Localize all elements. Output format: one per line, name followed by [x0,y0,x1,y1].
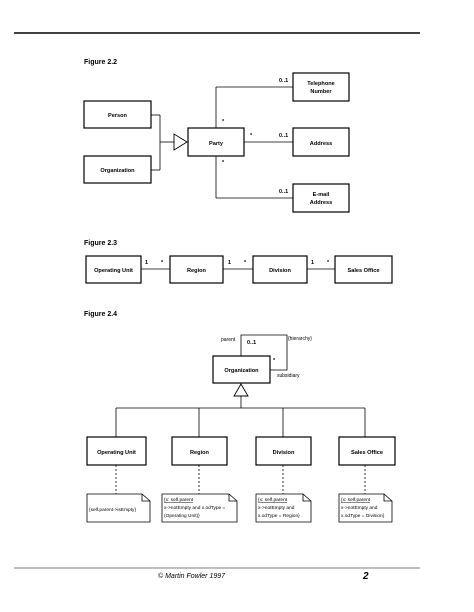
multiplicity-label: * [250,133,253,139]
division-class[interactable]: Division [252,255,308,284]
svg-text:Sales Office: Sales Office [347,268,379,274]
svg-text:Organization: Organization [224,368,259,374]
multiplicity-label: 0..1 [279,133,288,139]
svg-text:Division: Division [269,268,291,274]
address-class[interactable]: Address [292,127,350,157]
svg-text:Address: Address [310,200,332,206]
multiplicity-label: 1 [228,260,231,266]
svg-text:Sales Office: Sales Office [351,450,383,456]
generalization-arrow [233,383,249,397]
svg-text:Number: Number [310,89,332,95]
page-number: 2 [362,571,369,582]
multiplicity-label: 1 [311,260,314,266]
figure-2-3-title: Figure 2.3 [84,240,117,247]
telephone-number-class[interactable]: Telephone Number [292,72,350,102]
svg-text:x.odType = Division}: x.odType = Division} [341,513,385,519]
multiplicity-label: 0..1 [279,78,288,84]
svg-text:Division: Division [273,450,295,456]
svg-text:E-mail: E-mail [313,192,330,198]
constraint-note-operating-unit: {self.parent->isEmpty} [86,493,151,523]
svg-text:(Operating Unit)}: (Operating Unit)} [164,513,200,519]
organization-class[interactable]: Organization [212,355,271,384]
svg-text:Address: Address [310,141,332,147]
person-class[interactable]: Person [83,100,152,129]
svg-text:Person: Person [108,113,128,119]
multiplicity-label: * [222,119,225,125]
sales-office-subclass[interactable]: Sales Office [338,436,396,466]
party-class[interactable]: Party [187,127,245,157]
svg-text:Party: Party [209,141,224,147]
svg-text:Operating Unit: Operating Unit [97,450,136,456]
multiplicity-label: * [161,260,164,266]
subsidiary-role-label: subsidiary [277,373,300,379]
multiplicity-label: 1 [145,260,148,266]
figure-2-3-diagram: Operating Unit Region Division Sales Off… [85,255,393,284]
sales-office-class[interactable]: Sales Office [334,255,393,284]
svg-text:Region: Region [190,450,210,456]
multiplicity-label: * [327,260,330,266]
constraint-note-region: {x: self.parent x->notEmpty and x.odType… [161,493,238,523]
copyright-text: © Martin Fowler 1997 [158,572,226,580]
constraint-note-division: {x: self.parent x->notEmpty and x.odType… [255,493,312,523]
parent-multiplicity: 0..1 [247,340,256,346]
email-address-class[interactable]: E-mail Address [292,183,350,213]
multiplicity-label: * [222,160,225,166]
constraint-note-sales-office: {x: self.parent x->notEmpty and x.odType… [338,493,393,523]
parent-role-label: parent [221,337,236,343]
svg-text:Telephone: Telephone [307,81,335,87]
svg-text:{x: self.parent: {x: self.parent [164,497,194,503]
svg-text:x->notEmpty and x.odType =: x->notEmpty and x.odType = [164,505,226,511]
multiplicity-label: * [244,260,247,266]
svg-text:{x: self.parent: {x: self.parent [258,497,288,503]
svg-text:{x: self.parent: {x: self.parent [341,497,371,503]
svg-text:Organization: Organization [100,168,135,174]
svg-text:x->notEmpty and: x->notEmpty and [258,505,295,511]
multiplicity-label: 0..1 [279,189,288,195]
organization-class[interactable]: Organization [83,155,152,184]
region-subclass[interactable]: Region [171,436,228,466]
svg-text:Operating Unit: Operating Unit [94,268,133,274]
figure-2-2-title: Figure 2.2 [84,59,117,66]
svg-text:Region: Region [187,268,207,274]
operating-unit-class[interactable]: Operating Unit [85,255,142,284]
svg-text:x->notEmpty and: x->notEmpty and [341,505,378,511]
subsidiary-multiplicity: * [273,358,276,364]
figure-2-4-diagram: Organization parent 0..1 {hierarchy} * s… [86,334,396,523]
svg-text:{self.parent->isEmpty}: {self.parent->isEmpty} [89,507,136,513]
region-class[interactable]: Region [169,255,224,284]
division-subclass[interactable]: Division [255,436,312,466]
generalization-arrow [173,133,188,151]
figure-2-2-diagram: Person Organization Party Telephone Numb… [83,72,350,213]
hierarchy-constraint: {hierarchy} [288,336,312,342]
figure-2-4-title: Figure 2.4 [84,311,117,318]
operating-unit-subclass[interactable]: Operating Unit [86,436,147,466]
svg-text:x.odType = Region}: x.odType = Region} [258,513,300,519]
